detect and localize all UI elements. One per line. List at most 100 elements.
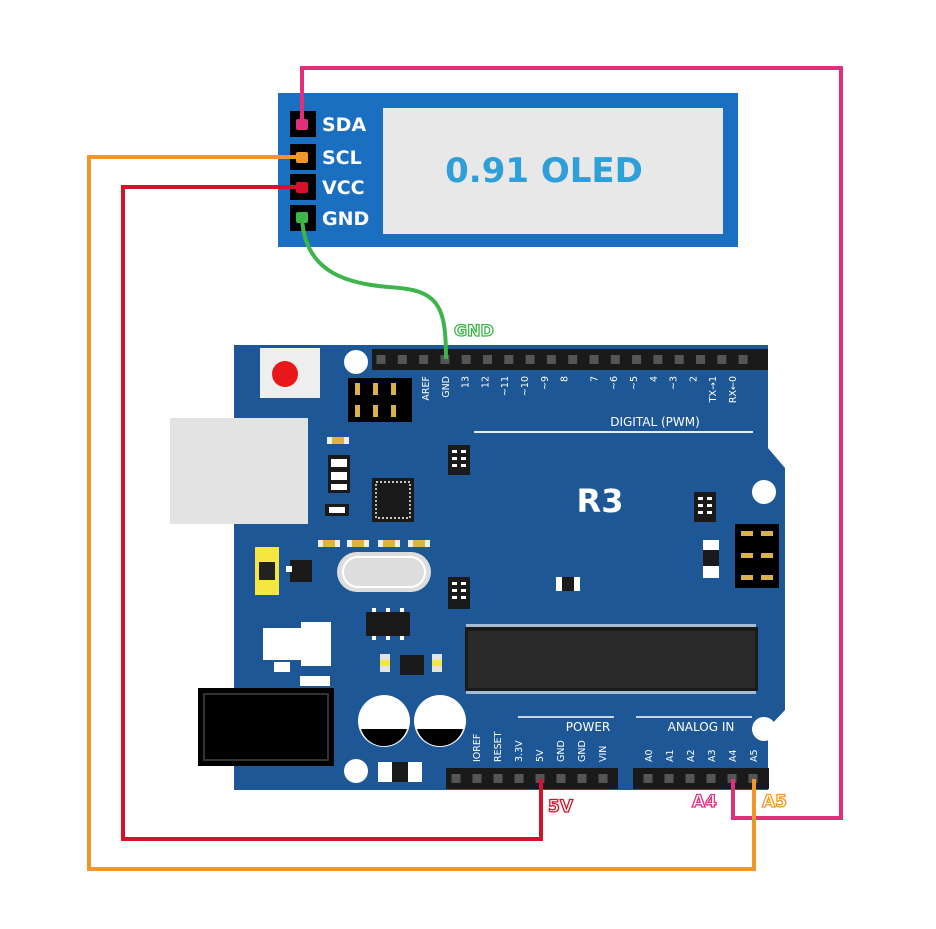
- header-pin[interactable]: [685, 774, 695, 783]
- header-pin[interactable]: [643, 774, 653, 783]
- reset-button[interactable]: [272, 361, 298, 387]
- digital-header-label: DIGITAL (PWM): [610, 415, 700, 429]
- power-pin-label: IOREF: [472, 734, 483, 762]
- power-header[interactable]: [446, 768, 618, 789]
- power-pin-label: 5V: [535, 749, 546, 762]
- header-pin[interactable]: [696, 355, 705, 364]
- header-pin[interactable]: [706, 774, 716, 783]
- power-jack: [198, 688, 334, 766]
- digital-pin-label: GND: [441, 376, 452, 398]
- digital-pin-holes: [376, 355, 748, 364]
- header-pin[interactable]: [674, 355, 684, 364]
- mounting-hole: [344, 350, 368, 374]
- digital-pin-label: 4: [649, 376, 660, 382]
- header-pin[interactable]: [535, 774, 545, 783]
- digital-pin-label: 7: [589, 376, 600, 382]
- analog-pin-holes: [643, 774, 758, 783]
- wire-label-a5: A5: [762, 792, 787, 812]
- oled-title: 0.91 OLED: [445, 151, 643, 191]
- voltage-regulator: [263, 628, 303, 660]
- wire-endpoints: [296, 119, 308, 223]
- header-pin[interactable]: [748, 774, 758, 783]
- header-pin[interactable]: [717, 355, 727, 364]
- header-pin[interactable]: [546, 355, 556, 364]
- header-pin[interactable]: [738, 355, 748, 364]
- header-pin[interactable]: [514, 774, 524, 783]
- digital-pin-label: 8: [560, 376, 571, 382]
- header-pin[interactable]: [525, 355, 535, 364]
- mounting-hole: [344, 759, 368, 783]
- digital-pin-label: 13: [461, 376, 472, 388]
- header-pin[interactable]: [440, 355, 450, 364]
- digital-pin-label: RX←0: [728, 376, 739, 403]
- mounting-hole: [752, 717, 776, 741]
- digital-pin-label: ~9: [540, 376, 551, 390]
- crystal: [337, 552, 431, 592]
- digital-pin-label: 12: [480, 376, 491, 388]
- header-pin[interactable]: [653, 355, 663, 364]
- wire-label-gnd: GND: [454, 321, 494, 340]
- mounting-hole: [752, 480, 776, 504]
- arduino-board: R3 AREFGND1312~11~10~987~6~54~32TX→1RX←0…: [170, 345, 785, 790]
- header-pin[interactable]: [556, 774, 566, 783]
- header-pin[interactable]: [727, 774, 737, 783]
- usb-port: [170, 418, 308, 524]
- power-pin-label: GND: [556, 740, 567, 762]
- digital-pin-label: TX→1: [708, 376, 719, 403]
- resistor-array: [448, 577, 470, 609]
- wire-label-5v: 5V: [548, 797, 574, 817]
- power-pin-label: RESET: [493, 731, 504, 762]
- digital-pin-label: ~10: [520, 376, 531, 396]
- digital-pin-label: ~3: [669, 376, 680, 390]
- power-header-label: POWER: [566, 720, 610, 734]
- header-pin[interactable]: [483, 355, 492, 364]
- header-pin[interactable]: [598, 774, 608, 783]
- analog-header-label: ANALOG IN: [668, 720, 735, 734]
- oled-screen: [383, 108, 723, 234]
- oled-pin-label: SCL: [322, 147, 362, 169]
- capacitor: [414, 695, 466, 747]
- header-pin[interactable]: [472, 774, 482, 783]
- wires: [87, 66, 843, 871]
- header-pin[interactable]: [664, 774, 674, 783]
- header-pin[interactable]: [589, 355, 599, 364]
- transistor: [290, 560, 312, 582]
- resistor-array: [694, 492, 716, 522]
- header-pin[interactable]: [461, 355, 471, 364]
- header-pin[interactable]: [493, 774, 503, 783]
- analog-pin-label: A0: [644, 749, 655, 762]
- icsp-pins: [355, 383, 396, 417]
- wire-vcc: [121, 185, 543, 841]
- header-pin[interactable]: [451, 774, 461, 783]
- analog-pin-label: A1: [665, 749, 676, 762]
- digital-pin-label: ~5: [629, 376, 640, 390]
- header-pin[interactable]: [419, 355, 429, 364]
- wire-label-a4: A4: [692, 792, 717, 812]
- analog-pin-label: A5: [749, 749, 760, 762]
- board-model-label: R3: [577, 482, 624, 520]
- digital-pin-label: ~6: [609, 376, 620, 390]
- resistor-array: [448, 445, 470, 475]
- wire-scl: [87, 155, 756, 871]
- analog-pin-label: A2: [686, 749, 697, 762]
- header-pin[interactable]: [568, 355, 578, 364]
- power-pin-label: GND: [577, 740, 588, 762]
- wire-sda: [300, 66, 843, 820]
- power-pin-holes: [451, 774, 608, 783]
- smd-component: [400, 655, 424, 675]
- wire-gnd: [300, 217, 448, 360]
- header-pin[interactable]: [397, 355, 407, 364]
- header-pin[interactable]: [376, 355, 386, 364]
- header-pin[interactable]: [632, 355, 642, 364]
- header-pin[interactable]: [577, 774, 587, 783]
- digital-pin-label: 2: [688, 376, 699, 382]
- oled-pin-label: GND: [322, 208, 369, 230]
- header-pin[interactable]: [610, 355, 620, 364]
- capacitor: [358, 695, 410, 747]
- header-pin[interactable]: [504, 355, 514, 364]
